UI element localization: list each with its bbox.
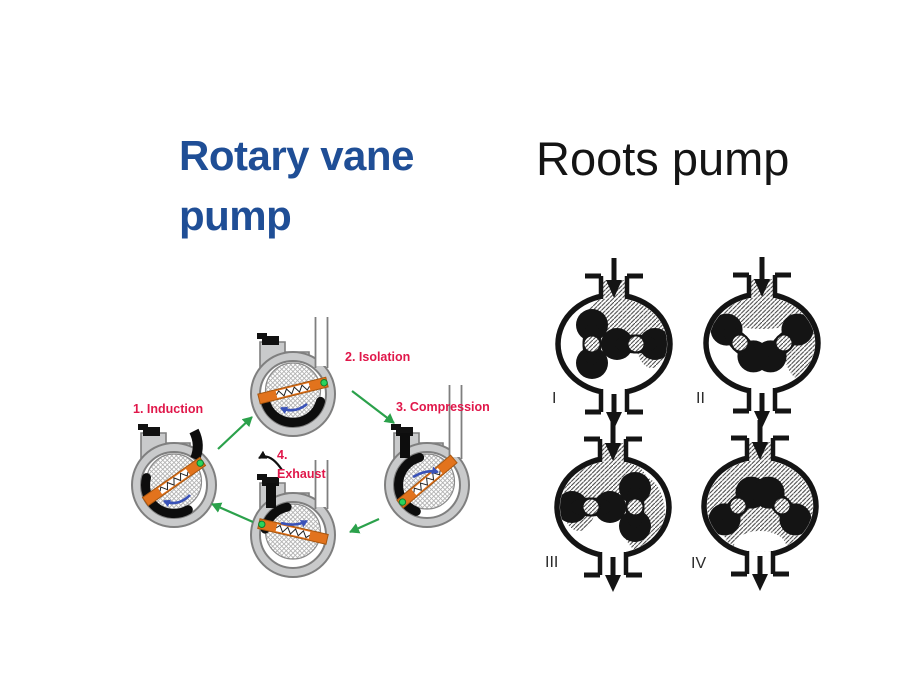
- port-slot: [262, 477, 279, 486]
- cycle-arrow-2-to-3: [351, 390, 395, 424]
- vane-tip-dot: [320, 379, 328, 387]
- vane-tip-dot: [258, 520, 266, 529]
- vane-pump-stage-induction: [131, 424, 217, 528]
- stage-label-exhaust: 4. Exhaust: [277, 448, 326, 481]
- inlet-arrow-head: [606, 280, 622, 298]
- port-tab: [138, 424, 148, 430]
- vane: [257, 518, 329, 545]
- roots-stage-2: [703, 257, 821, 428]
- left-rotor: [576, 309, 608, 379]
- rotor-shaft-hatch: [582, 334, 602, 354]
- cycle-arrow-1-to-2: [217, 416, 253, 450]
- right-rotor: [619, 472, 651, 542]
- clear-region: [734, 531, 786, 552]
- outlet-arrow-head: [752, 574, 768, 591]
- rotary-vane-diagram: [131, 317, 470, 578]
- roots-stage-numeral-3: III: [545, 554, 559, 571]
- rotor-shaft-hatch: [774, 333, 794, 353]
- vane-pump-stage-compression: [384, 385, 470, 528]
- cycle-arrow-3-to-4: [349, 517, 380, 534]
- exhaust-flow-arrow: [258, 450, 283, 471]
- cycle-arrow-4-to-1: [211, 502, 254, 524]
- roots-chamber-content: [576, 298, 667, 379]
- vane-tip-dot: [196, 459, 204, 467]
- vane: [141, 456, 207, 507]
- roots-stage-numeral-2: II: [696, 390, 705, 407]
- port-slot: [143, 427, 160, 436]
- gas-crescent: [394, 453, 425, 516]
- stage-label-isolation: 2. Isolation: [345, 350, 411, 364]
- outlet-arrow-head: [605, 575, 621, 592]
- port-tab: [391, 424, 401, 430]
- vane-tip-dot: [398, 498, 407, 506]
- inlet-tube: [449, 385, 462, 457]
- inlet-tube: [315, 460, 328, 507]
- rotor-shaft-hatch: [728, 496, 748, 516]
- roots-stage-numeral-1: I: [552, 390, 557, 407]
- inlet-tube: [315, 317, 328, 366]
- rotor-shaft-hatch: [626, 334, 646, 354]
- vane-pump-stage-isolation: [250, 317, 336, 437]
- rotor-shaft-hatch: [581, 497, 601, 517]
- vane-spring: [276, 384, 310, 397]
- inlet-arrow-head: [754, 279, 770, 297]
- roots-pump-title: Roots pump: [536, 132, 790, 185]
- roots-stage-4: [701, 420, 819, 591]
- right-rotor: [601, 328, 667, 360]
- vane-spring: [276, 524, 310, 539]
- vane: [257, 376, 329, 405]
- port-slot: [396, 427, 413, 436]
- vane-pump-stage-exhaust: [250, 460, 336, 578]
- rotation-arrow: [163, 494, 191, 508]
- port-tab: [257, 474, 267, 480]
- gas-crescent: [260, 395, 325, 427]
- rotor-shaft-hatch: [730, 333, 750, 353]
- rotation-arrow: [412, 466, 439, 479]
- outlet-arrow-head: [606, 412, 622, 429]
- roots-pump-diagram: [554, 257, 821, 592]
- gas-channel: [189, 428, 203, 461]
- inlet-arrow-head: [605, 443, 621, 461]
- port-slot: [262, 336, 279, 345]
- roots-stage-numeral-4: IV: [691, 555, 707, 572]
- vane: [396, 454, 458, 509]
- stage-label-induction: 1. Induction: [133, 402, 204, 416]
- roots-stage-3: [554, 421, 672, 592]
- gas-crescent: [141, 473, 193, 518]
- rotation-arrow: [280, 519, 308, 528]
- rotary-vane-title: Rotary vane pump: [179, 132, 414, 239]
- port-tab: [257, 333, 267, 339]
- rotor-shaft-hatch: [772, 496, 792, 516]
- vane-spring: [159, 471, 189, 492]
- rotor-shaft-hatch: [625, 497, 645, 517]
- rotation-arrow: [280, 402, 308, 415]
- inlet-arrow-head: [752, 442, 768, 460]
- stage-label-compression: 3. Compression: [396, 400, 490, 414]
- roots-stage-1: [555, 258, 673, 429]
- outlet-arrow-head: [754, 411, 770, 428]
